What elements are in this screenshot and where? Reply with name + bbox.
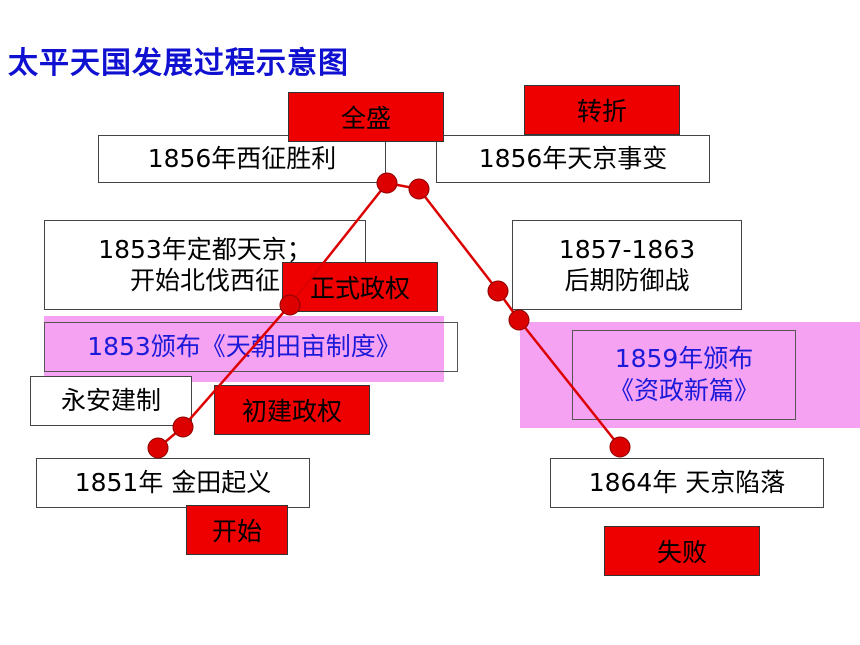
node-1859 xyxy=(508,309,530,331)
event-label-line2: 后期防御战 xyxy=(564,266,690,295)
node-1853 xyxy=(279,294,301,316)
event-label: 1851年 金田起义 xyxy=(74,468,272,498)
event-late-defense: 1857-1863 后期防御战 xyxy=(512,220,742,310)
doc-zizheng-box xyxy=(572,330,796,420)
doc-label-line1: 1859年颁布 xyxy=(614,343,754,373)
event-label-line1: 1853年定都天京； xyxy=(98,234,312,264)
event-label: 1856年天京事变 xyxy=(478,144,668,174)
stage-formal: 正式政权 xyxy=(282,262,438,312)
stage-fail: 失败 xyxy=(604,526,760,576)
doc-zizheng: 1859年颁布 《资政新篇》 xyxy=(572,330,796,420)
stage-start: 开始 xyxy=(186,505,288,555)
node-1864 xyxy=(609,436,631,458)
highlight-band-right xyxy=(520,322,860,428)
doc-tianchao-box xyxy=(44,322,458,372)
stage-turn: 转折 xyxy=(524,85,680,135)
node-1851 xyxy=(147,437,169,459)
event-label-line1: 1857-1863 xyxy=(558,234,696,264)
node-1856-incident xyxy=(408,178,430,200)
event-1856-west-victory: 1856年西征胜利 xyxy=(98,135,386,183)
event-1864-fall: 1864年 天京陷落 xyxy=(550,458,824,508)
stage-label: 正式政权 xyxy=(309,274,410,303)
stage-label: 失败 xyxy=(656,538,707,567)
event-1851-jintian: 1851年 金田起义 xyxy=(36,458,310,508)
doc-label-line2: 《资政新篇》 xyxy=(608,376,759,405)
stage-label: 全盛 xyxy=(340,104,391,133)
event-label: 永安建制 xyxy=(60,386,161,416)
node-1857 xyxy=(487,280,509,302)
stage-label: 转折 xyxy=(576,97,627,126)
event-1856-tianjing-incident: 1856年天京事变 xyxy=(436,135,710,183)
event-label: 1856年西征胜利 xyxy=(147,144,337,174)
event-label-line2: 开始北伐西征 xyxy=(129,266,280,295)
stage-initial: 初建政权 xyxy=(214,385,370,435)
diagram-title: 太平天国发展过程示意图 xyxy=(8,46,349,81)
stage-label: 初建政权 xyxy=(241,397,342,426)
stage-peak: 全盛 xyxy=(288,92,444,142)
stage-label: 开始 xyxy=(211,517,262,546)
event-yongan: 永安建制 xyxy=(30,376,192,426)
event-label: 1864年 天京陷落 xyxy=(588,468,786,498)
node-1856-west xyxy=(376,172,398,194)
trend-line xyxy=(157,181,621,449)
node-yongan xyxy=(172,416,194,438)
